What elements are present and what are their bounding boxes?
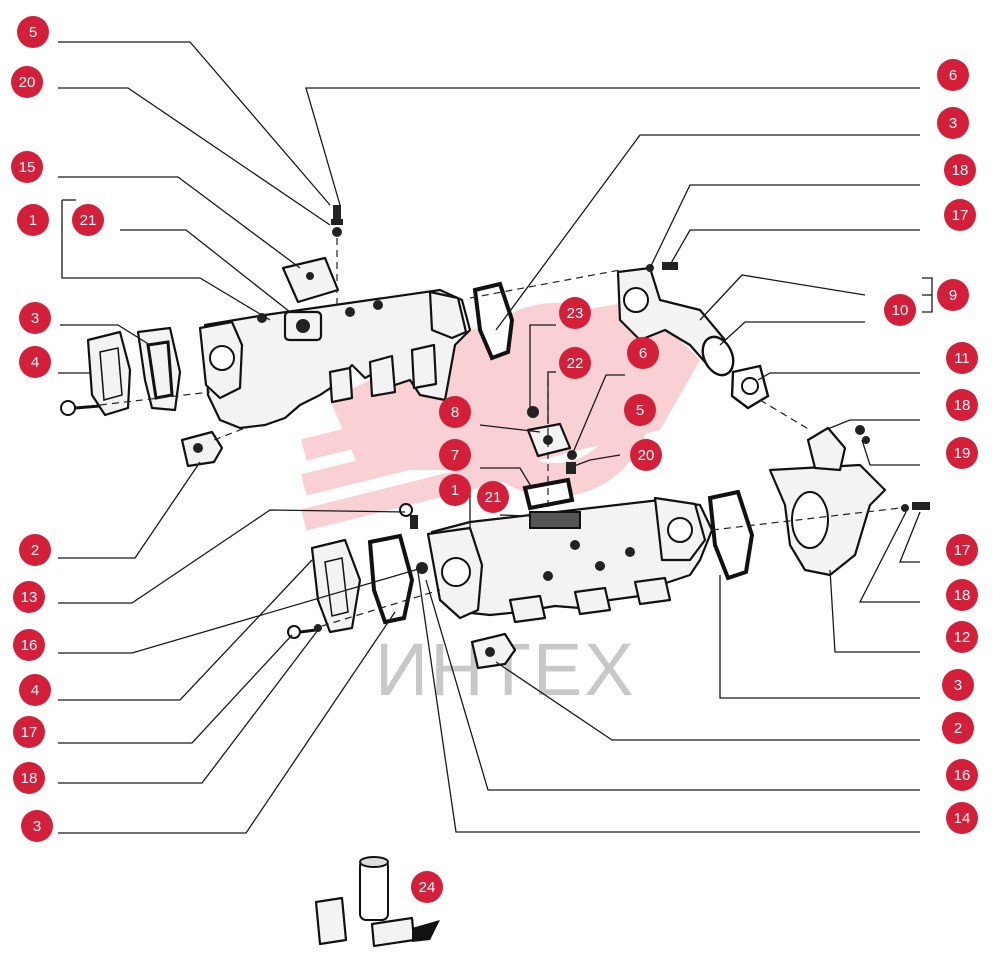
callout-3-top-right: 3	[937, 107, 969, 139]
svg-text:23: 23	[567, 305, 584, 322]
svg-text:5: 5	[636, 402, 644, 419]
callout-20-mid: 20	[630, 439, 662, 471]
callout-24: 24	[411, 871, 443, 903]
svg-text:3: 3	[33, 818, 41, 835]
callout-7: 7	[439, 439, 471, 471]
svg-text:21: 21	[80, 212, 97, 229]
elbow-12	[768, 425, 930, 577]
callout-1-top: 1	[17, 204, 49, 236]
callout-2-right: 2	[942, 712, 974, 744]
svg-text:2: 2	[954, 720, 962, 737]
callout-2-left: 2	[19, 534, 51, 566]
sealant-kit-24	[314, 856, 440, 948]
upper-manifold	[198, 288, 472, 430]
callout-14: 14	[946, 802, 978, 834]
callout-17-mid-right: 17	[946, 534, 978, 566]
callout-17-top-right: 17	[944, 199, 976, 231]
gasket-upper-right	[469, 269, 621, 361]
svg-text:1: 1	[29, 212, 37, 229]
callout-5-mid: 5	[624, 394, 656, 426]
callout-11: 11	[946, 342, 978, 374]
callout-1-mid: 1	[439, 474, 471, 506]
lower-manifold	[426, 496, 714, 624]
callout-21-top: 21	[72, 204, 104, 236]
callout-3-bottom-left: 3	[21, 810, 53, 842]
svg-text:12: 12	[954, 629, 971, 646]
callout-13: 13	[13, 581, 45, 613]
svg-text:14: 14	[954, 810, 971, 827]
svg-text:6: 6	[639, 345, 647, 362]
svg-text:11: 11	[954, 350, 970, 367]
callout-15: 15	[11, 151, 43, 183]
cover-plate-15	[281, 256, 340, 304]
gasket-lower-right	[707, 489, 901, 581]
svg-text:13: 13	[21, 589, 38, 606]
callout-21-mid: 21	[477, 481, 509, 513]
callout-8: 8	[439, 396, 471, 428]
callout-23: 23	[559, 297, 591, 329]
exhaust-pipe	[616, 262, 811, 431]
bolt-assembly-top	[331, 205, 343, 310]
svg-text:20: 20	[19, 74, 36, 91]
center-small-parts	[522, 380, 577, 520]
svg-text:5: 5	[29, 24, 37, 41]
callout-16-right: 16	[946, 759, 978, 791]
svg-text:4: 4	[31, 682, 39, 699]
svg-text:7: 7	[451, 447, 459, 464]
svg-text:22: 22	[567, 355, 584, 372]
svg-text:15: 15	[19, 159, 36, 176]
callout-20-top: 20	[11, 66, 43, 98]
callout-6-mid: 6	[627, 337, 659, 369]
callout-4-bottom: 4	[19, 674, 51, 706]
svg-text:10: 10	[892, 302, 909, 319]
svg-text:2: 2	[31, 542, 39, 559]
small-cover-lower	[470, 632, 517, 670]
svg-text:20: 20	[638, 447, 655, 464]
callout-22: 22	[559, 347, 591, 379]
small-cover-left	[180, 425, 251, 468]
svg-text:3: 3	[954, 677, 962, 694]
svg-text:3: 3	[31, 310, 39, 327]
svg-text:9: 9	[949, 287, 957, 304]
gaskets-lower-left	[287, 503, 441, 639]
callout-9: 9	[937, 279, 969, 311]
svg-text:18: 18	[952, 162, 969, 179]
callout-5-top: 5	[17, 16, 49, 48]
svg-text:18: 18	[954, 397, 971, 414]
callout-10: 10	[884, 294, 916, 326]
end-cap-left	[60, 326, 211, 417]
svg-text:1: 1	[451, 482, 459, 499]
svg-text:8: 8	[451, 404, 459, 421]
callout-18-low-right: 18	[946, 579, 978, 611]
callout-17-left: 17	[13, 716, 45, 748]
svg-text:17: 17	[952, 207, 969, 224]
svg-text:24: 24	[419, 879, 436, 896]
svg-text:16: 16	[954, 767, 971, 784]
svg-text:16: 16	[21, 637, 38, 654]
svg-text:21: 21	[485, 489, 502, 506]
callout-3-low-right: 3	[942, 669, 974, 701]
callouts: 5 20 15 1 21 3 4 2 13 16 4 17 18 3 6 3 1…	[11, 16, 978, 903]
svg-text:19: 19	[954, 445, 971, 462]
callout-18-top-right: 18	[944, 154, 976, 186]
svg-text:18: 18	[21, 770, 38, 787]
svg-text:3: 3	[949, 115, 957, 132]
svg-text:4: 4	[31, 354, 39, 371]
callout-18-left: 18	[13, 762, 45, 794]
callout-12: 12	[946, 621, 978, 653]
callout-4-top: 4	[19, 346, 51, 378]
callout-19: 19	[946, 437, 978, 469]
svg-text:6: 6	[949, 67, 957, 84]
callout-3-left: 3	[19, 302, 51, 334]
callout-18-mid-right: 18	[946, 389, 978, 421]
svg-text:17: 17	[954, 542, 971, 559]
callout-6-top: 6	[937, 59, 969, 91]
svg-text:18: 18	[954, 587, 971, 604]
callout-16-left: 16	[13, 629, 45, 661]
svg-text:17: 17	[21, 724, 38, 741]
leader-lines	[58, 41, 933, 834]
